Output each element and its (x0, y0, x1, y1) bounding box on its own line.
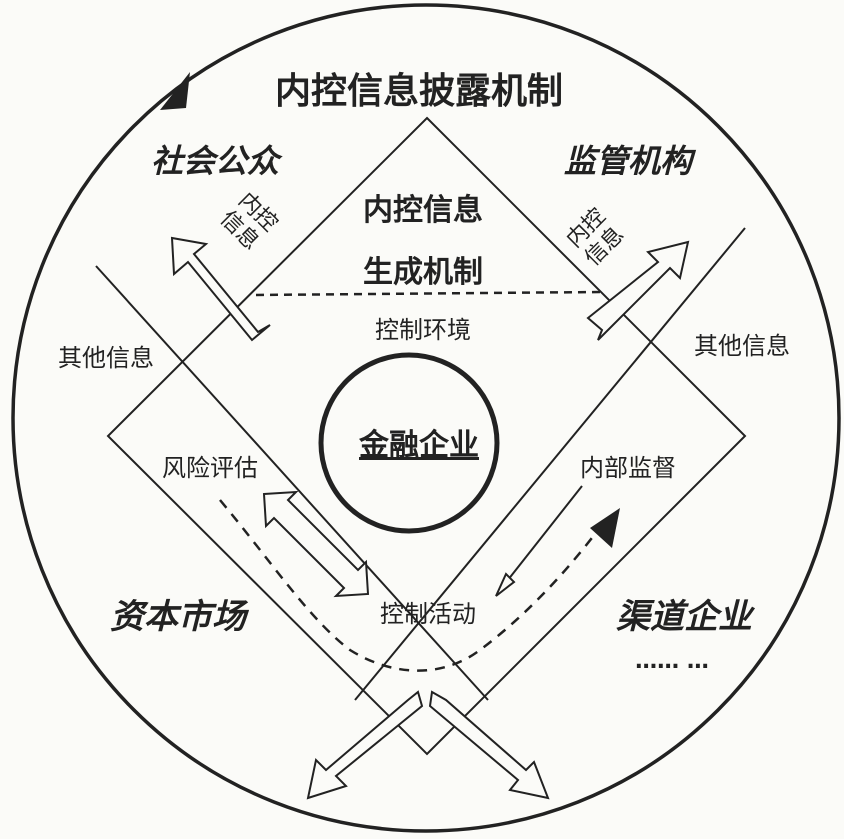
stakeholder-channel: 渠道企业 (616, 597, 756, 637)
generation-dashed-line (255, 290, 601, 297)
bottom-left-hollow-arrow (306, 690, 424, 800)
core-circle (318, 352, 500, 534)
diagonal-line-right (354, 227, 746, 701)
core-enterprise: 金融企业 (358, 428, 479, 463)
diagram-title: 内控信息披露机制 (275, 71, 563, 112)
cycle-dashed-curve (219, 499, 599, 672)
other-info-right: 其他信息 (694, 332, 790, 360)
generation-label-1: 内控信息 (363, 193, 483, 228)
right-arrow-label: 内控 信息 (562, 204, 629, 271)
outer-disclosure-circle (11, 3, 841, 833)
stakeholder-capital-market: 资本市场 (110, 597, 250, 637)
diagonal-line-left (95, 265, 489, 701)
cycle-dashed-arrowhead (590, 508, 620, 548)
left-info-hollow-arrow (170, 236, 271, 342)
other-info-left: 其他信息 (58, 344, 154, 372)
generation-diamond (106, 116, 747, 756)
supervision-activity-arrow (499, 485, 583, 591)
control-activities: 控制活动 (380, 600, 476, 628)
risk-activity-double-arrow (262, 490, 370, 598)
control-environment: 控制环境 (375, 316, 471, 344)
internal-supervision: 内部监督 (580, 454, 676, 482)
generation-label-2: 生成机制 (363, 255, 483, 290)
right-info-hollow-arrow (586, 240, 690, 341)
risk-assessment: 风险评估 (162, 454, 258, 482)
stakeholder-regulator: 监管机构 (564, 142, 697, 180)
supervision-activity-arrowhead (495, 572, 516, 597)
stakeholder-public: 社会公众 (151, 142, 283, 180)
outer-cycle-arrow (160, 72, 190, 110)
stakeholder-ellipsis: …… … (635, 649, 709, 674)
left-arrow-label: 内控 信息 (215, 188, 282, 255)
bottom-right-hollow-arrow (428, 690, 550, 800)
